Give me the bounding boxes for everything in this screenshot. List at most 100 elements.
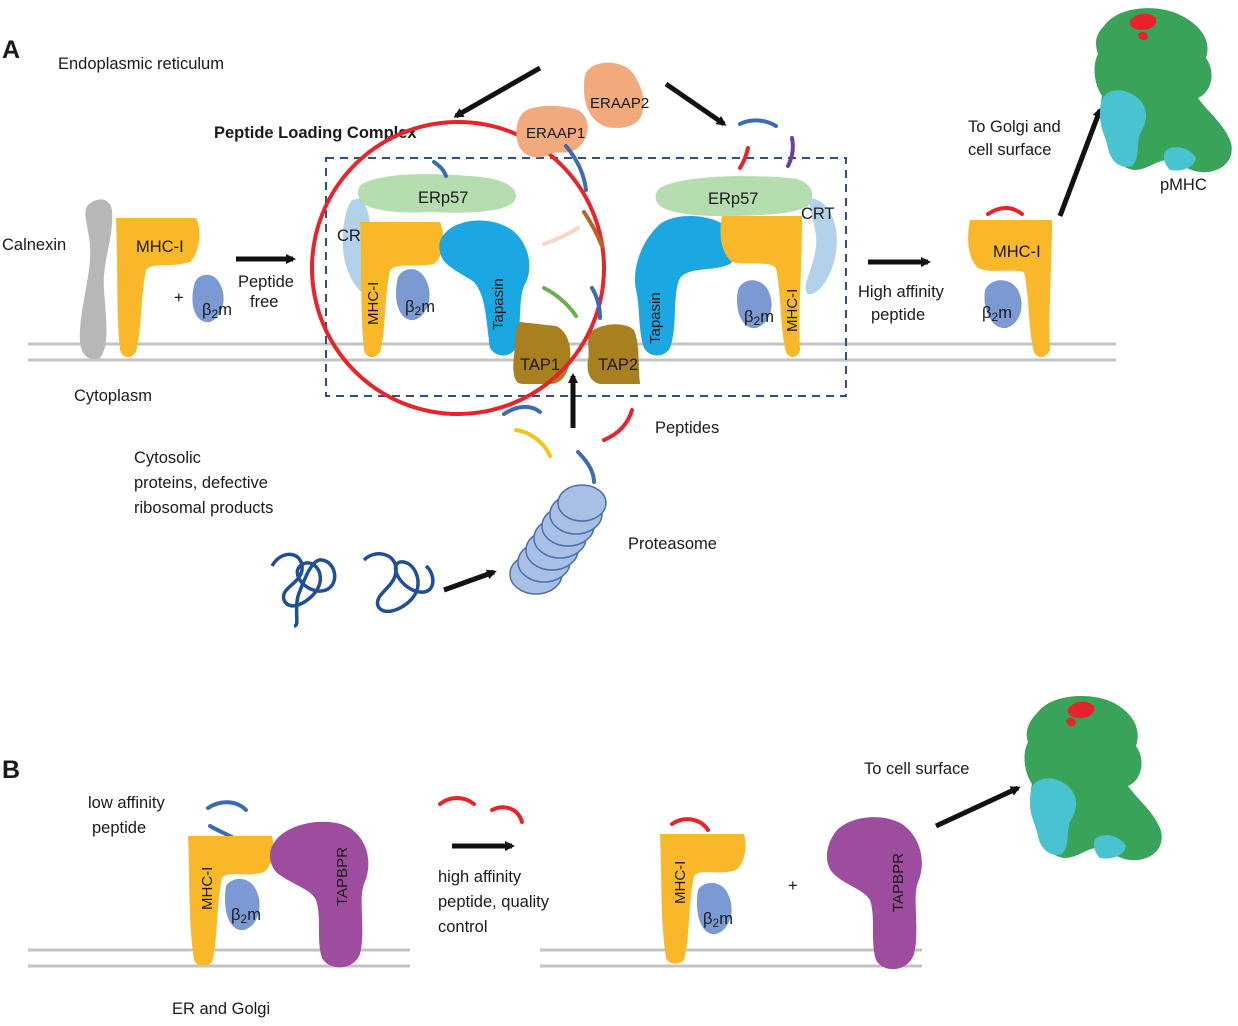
eraap1-protein bbox=[516, 105, 588, 158]
mhc-b-left-label: MHC-I bbox=[199, 867, 216, 910]
tapbpr-right-protein bbox=[826, 817, 922, 970]
erp57-right-protein bbox=[655, 176, 813, 216]
mhc-right-label: MHC-I bbox=[993, 243, 1041, 261]
arrow-from-eraap bbox=[664, 81, 727, 127]
peptide-free-label-1: Peptide bbox=[238, 273, 294, 291]
cytoplasm-label: Cytoplasm bbox=[74, 387, 152, 405]
mhc-b-right-label: MHC-I bbox=[672, 861, 689, 904]
eraap2-label: ERAAP2 bbox=[590, 95, 649, 112]
mhc-left-protein bbox=[116, 218, 200, 358]
eraap1-label: ERAAP1 bbox=[526, 125, 585, 142]
unfolded-proteins bbox=[270, 552, 435, 628]
tap1-protein bbox=[513, 322, 571, 384]
pmhc-structure-a bbox=[1094, 8, 1232, 173]
b2m-left-label: β2m bbox=[202, 301, 232, 321]
b2m-subscript: 2 bbox=[713, 916, 720, 930]
beta-symbol: β bbox=[202, 301, 212, 319]
bound-peptide-b-red bbox=[670, 817, 710, 832]
peptides-label: Peptides bbox=[655, 419, 719, 437]
b2m-plc-right-label: β2m bbox=[744, 308, 774, 328]
bound-peptide-red bbox=[986, 206, 1024, 216]
erp57-right-label: ERp57 bbox=[708, 190, 758, 208]
er-title: Endoplasmic reticulum bbox=[58, 55, 224, 73]
peptide-fragments-plc bbox=[432, 118, 795, 320]
b2m-suffix: m bbox=[247, 906, 261, 924]
plc-title: Peptide Loading Complex bbox=[214, 124, 417, 142]
b2m-suffix: m bbox=[998, 304, 1012, 322]
beta-symbol: β bbox=[703, 910, 713, 928]
membrane-b-right bbox=[540, 948, 922, 968]
plus-left: + bbox=[174, 289, 184, 307]
beta-symbol: β bbox=[982, 304, 992, 322]
tapbpr-right-label: TAPBPR bbox=[890, 853, 907, 912]
beta-symbol: β bbox=[405, 298, 415, 316]
tapasin-right-label: Tapasin bbox=[647, 292, 664, 344]
tap2-protein bbox=[587, 324, 640, 384]
mhc-b-left-protein bbox=[188, 836, 274, 966]
tapasin-left-protein bbox=[439, 220, 530, 356]
mhc-b-right-protein bbox=[660, 834, 746, 964]
pmhc-label: pMHC bbox=[1160, 176, 1207, 194]
arrow-to-golgi bbox=[1057, 107, 1103, 217]
peptide-free-label-2: free bbox=[250, 293, 278, 311]
crt-right-protein bbox=[805, 198, 837, 295]
plc-box bbox=[325, 157, 847, 397]
b2m-b-left-label: β2m bbox=[231, 906, 261, 926]
high-affinity-b-label-3: control bbox=[438, 918, 488, 936]
b2m-subscript: 2 bbox=[754, 314, 761, 328]
panel-a-label: A bbox=[2, 36, 20, 64]
high-affinity-peptide-floating bbox=[438, 796, 524, 824]
cytosolic-label-3: ribosomal products bbox=[134, 499, 273, 517]
calnexin-protein bbox=[79, 199, 113, 360]
b2m-suffix: m bbox=[421, 298, 435, 316]
b2m-plc-left-protein bbox=[395, 269, 430, 321]
low-affinity-label-1: low affinity bbox=[88, 794, 165, 812]
b2m-suffix: m bbox=[218, 301, 232, 319]
proteasome-label: Proteasome bbox=[628, 535, 717, 553]
to-cell-surface-label: To cell surface bbox=[864, 760, 969, 778]
to-golgi-label-1: To Golgi and bbox=[968, 118, 1061, 136]
mhc-plc-right-protein bbox=[720, 216, 802, 358]
b2m-right-label: β2m bbox=[982, 304, 1012, 324]
b2m-b-right-label: β2m bbox=[703, 910, 733, 930]
tapbpr-left-protein bbox=[270, 821, 369, 968]
peptides-cytosol bbox=[502, 405, 634, 484]
cytosolic-label-1: Cytosolic bbox=[134, 449, 201, 467]
b2m-b-left-protein bbox=[224, 878, 260, 931]
b2m-b-right-protein bbox=[696, 882, 732, 935]
erp57-left-protein bbox=[357, 174, 516, 213]
pmhc-structure-b bbox=[1024, 696, 1162, 861]
mhc-left-label: MHC-I bbox=[136, 238, 184, 256]
b2m-suffix: m bbox=[719, 910, 733, 928]
crt-right-label: CRT bbox=[801, 205, 835, 223]
plc-highlight-circle bbox=[310, 120, 606, 416]
tap1-label: TAP1 bbox=[520, 356, 560, 374]
b2m-suffix: m bbox=[760, 308, 774, 326]
panel-b-label: B bbox=[2, 756, 20, 784]
to-golgi-label-2: cell surface bbox=[968, 141, 1051, 159]
high-affinity-label-1: High affinity bbox=[858, 283, 945, 301]
b2m-subscript: 2 bbox=[992, 310, 999, 324]
er-golgi-label: ER and Golgi bbox=[172, 1000, 270, 1018]
plus-b: + bbox=[788, 877, 798, 895]
cytosolic-label-2: proteins, defective bbox=[134, 474, 268, 492]
b2m-subscript: 2 bbox=[241, 912, 248, 926]
tapbpr-left-label: TAPBPR bbox=[334, 847, 351, 906]
high-affinity-b-label-2: peptide, quality bbox=[438, 893, 550, 911]
mhc-right-protein bbox=[968, 220, 1052, 358]
mhc-plc-left-label: MHC-I bbox=[365, 282, 382, 325]
arrow-to-plc bbox=[453, 65, 542, 119]
high-affinity-label-2: peptide bbox=[871, 306, 925, 324]
b2m-subscript: 2 bbox=[212, 307, 219, 321]
calnexin-label: Calnexin bbox=[2, 236, 66, 254]
tap2-label: TAP2 bbox=[598, 356, 638, 374]
high-affinity-b-label-1: high affinity bbox=[438, 868, 522, 886]
eraap2-protein bbox=[584, 62, 644, 128]
low-affinity-label-2: peptide bbox=[92, 819, 146, 837]
arrow-to-cell-surface bbox=[934, 785, 1021, 829]
beta-symbol: β bbox=[744, 308, 754, 326]
b2m-plc-right-protein bbox=[736, 280, 772, 329]
b2m-subscript: 2 bbox=[415, 304, 422, 318]
